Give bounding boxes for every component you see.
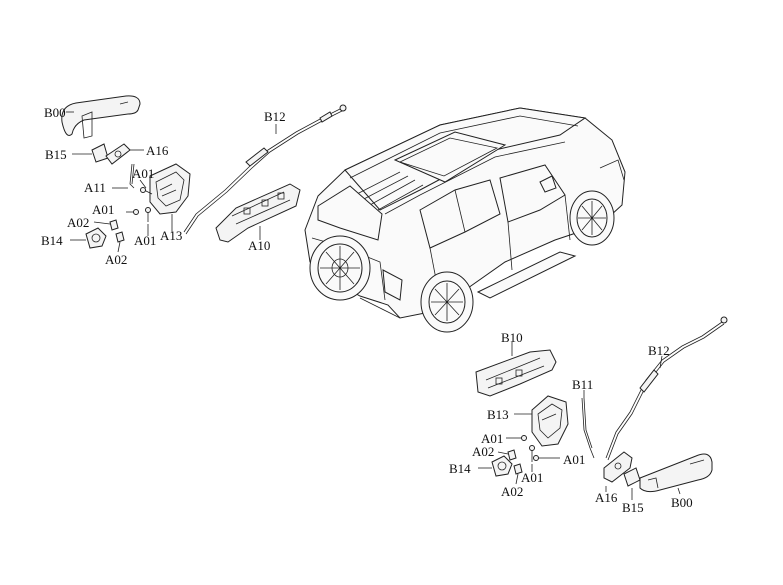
label-right-b00: B00 xyxy=(671,495,693,510)
right-lock-cylinder-b14 xyxy=(491,455,513,477)
right-door-handle-assembly xyxy=(475,316,728,500)
label-right-a02-bottom: A02 xyxy=(501,484,523,499)
label-left-a01-bottom: A01 xyxy=(134,233,156,248)
right-bracket-a16 xyxy=(603,451,633,483)
label-right-b13: B13 xyxy=(487,407,509,422)
label-left-a02: A02 xyxy=(67,215,89,230)
left-bracket-a16 xyxy=(105,143,131,165)
right-clip-a02 xyxy=(507,449,517,461)
label-right-b12: B12 xyxy=(648,343,670,358)
label-left-a16: A16 xyxy=(146,143,169,158)
label-right-a02: A02 xyxy=(472,444,494,459)
label-left-a01-top: A01 xyxy=(132,166,154,181)
left-screw-a01-mid xyxy=(126,209,139,215)
right-screw-a01-right xyxy=(533,455,546,461)
label-right-a01-bottom: A01 xyxy=(521,470,543,485)
right-outer-handle-b00 xyxy=(639,453,713,493)
left-lock-module-a13 xyxy=(149,163,191,215)
right-lock-module-b13 xyxy=(531,395,569,447)
left-rod-a11 xyxy=(129,163,135,189)
label-right-b14: B14 xyxy=(449,461,471,476)
left-escutcheon-b15 xyxy=(91,143,109,163)
right-rod-b11 xyxy=(581,397,595,459)
label-right-b11: B11 xyxy=(572,377,593,392)
label-right-b15: B15 xyxy=(622,500,644,515)
label-right-a01-right: A01 xyxy=(563,452,585,467)
right-screw-a01-left xyxy=(514,435,527,441)
label-left-b00: B00 xyxy=(44,105,66,120)
vehicle-illustration xyxy=(304,107,626,333)
left-clip-a02 xyxy=(109,219,119,231)
label-left-a10: A10 xyxy=(248,238,270,253)
label-left-b12: B12 xyxy=(264,109,286,124)
label-left-b14: B14 xyxy=(41,233,63,248)
part-labels: B00 B15 A16 A11 A01 A01 A02 B14 A02 A01 … xyxy=(41,105,693,515)
label-left-b15: B15 xyxy=(45,147,67,162)
label-right-a01-left: A01 xyxy=(481,431,503,446)
label-left-a11: A11 xyxy=(84,180,106,195)
left-clip-a02-bottom xyxy=(115,231,125,243)
left-screw-a01-bottom xyxy=(145,207,151,222)
left-screw-a01-top xyxy=(140,187,153,195)
label-left-a02-bottom: A02 xyxy=(105,252,127,267)
right-screw-a01-bottom xyxy=(529,445,535,462)
left-outer-handle-b00 xyxy=(61,95,141,136)
label-left-a01-mid: A01 xyxy=(92,202,114,217)
label-right-a16: A16 xyxy=(595,490,618,505)
left-lock-cylinder-b14 xyxy=(85,227,107,249)
label-right-b10: B10 xyxy=(501,330,523,345)
right-clip-a02-bottom xyxy=(513,463,523,475)
left-handle-bracket-a10 xyxy=(215,183,301,243)
label-left-a13: A13 xyxy=(160,228,182,243)
left-door-handle-assembly xyxy=(61,95,347,253)
